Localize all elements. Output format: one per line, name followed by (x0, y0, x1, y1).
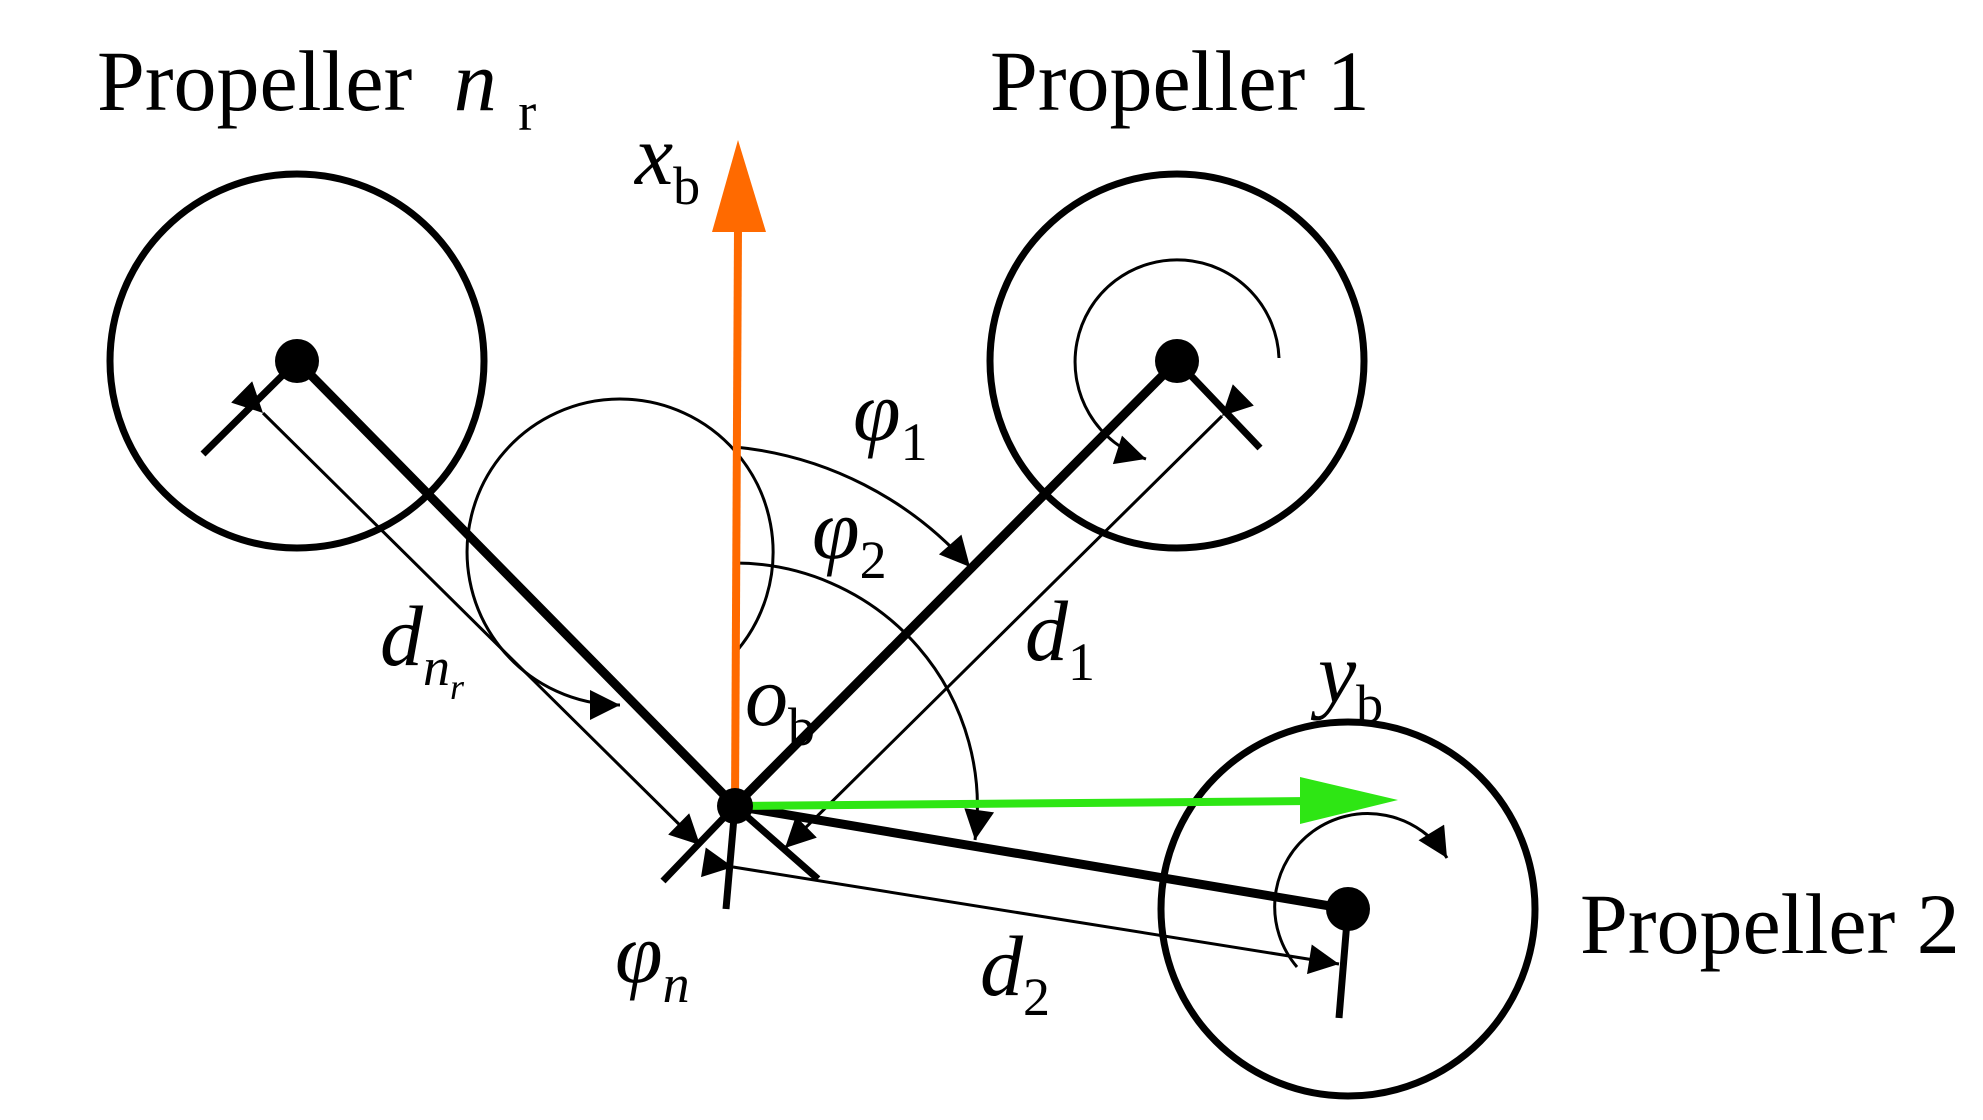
hub-1 (1155, 339, 1199, 383)
hub-nr (275, 339, 319, 383)
angle-phi1-arc (734, 445, 972, 568)
rotation-arc-1 (1073, 258, 1281, 465)
angle-phi2-arc (734, 561, 995, 841)
distance-nr-label: dnr (380, 588, 465, 707)
propeller-1-label: Propeller 1 (990, 33, 1370, 129)
x-axis-arrowhead (712, 140, 766, 232)
arm-nr (293, 357, 739, 810)
origin-label: ob (745, 648, 815, 757)
distance-1-label: d1 (1025, 583, 1095, 692)
hub-2 (1326, 887, 1370, 931)
y-axis-arrowhead (1300, 777, 1398, 824)
angle-phin-label: φn (615, 905, 690, 1014)
y-axis-label: yb (1310, 625, 1383, 734)
rotation-arc-2 (1273, 812, 1449, 968)
distance-1-line (783, 384, 1254, 850)
propeller-nr-label: Propeller n r (97, 33, 536, 142)
x-axis-line (731, 227, 742, 807)
x-axis-label: xb (633, 107, 700, 216)
distance-2-line (701, 847, 1340, 975)
origin-dot (717, 788, 753, 824)
angle-phi1-label: φ1 (853, 363, 928, 472)
angle-phin-arc (465, 397, 775, 720)
arm-2 (734, 801, 1349, 914)
y-axis-line (734, 797, 1311, 810)
distance-nr-line (231, 381, 702, 847)
distance-2-label: d2 (980, 918, 1050, 1027)
propeller-2-label: Propeller 2 (1580, 876, 1960, 972)
angle-phi2-label: φ2 (812, 481, 887, 590)
